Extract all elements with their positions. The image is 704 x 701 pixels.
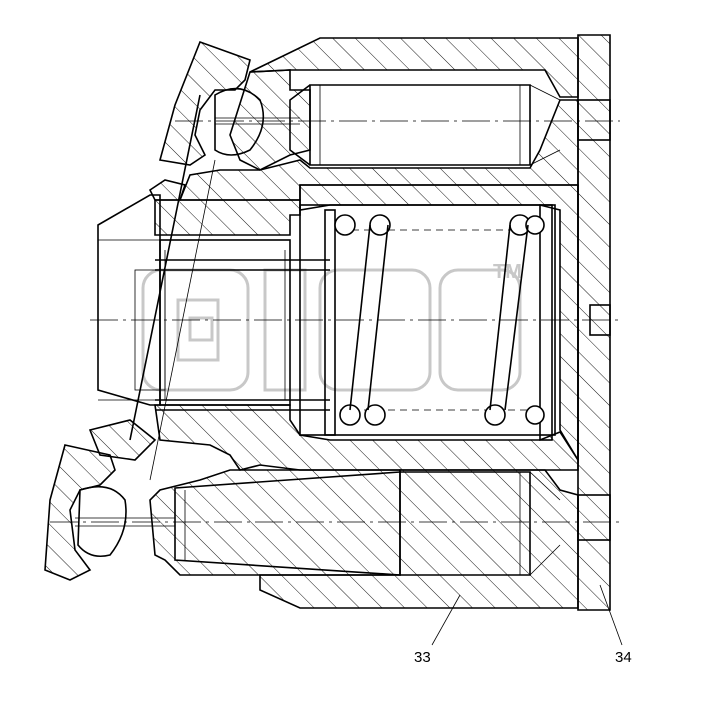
watermark-logo [141,268,522,392]
spring-assembly [299,204,556,441]
leader-line-34 [599,584,623,646]
callout-34: 34 [615,649,632,666]
leader-line-33 [431,594,461,646]
cylinder-block [149,37,579,609]
swash-line-outer [129,94,201,441]
callout-33: 33 [414,649,431,666]
trademark-mark: TM [493,261,522,283]
upper-piston-shoe [148,40,300,201]
lower-piston-shoe [44,419,175,581]
centre-hub [97,194,330,411]
end-plate [577,34,611,611]
